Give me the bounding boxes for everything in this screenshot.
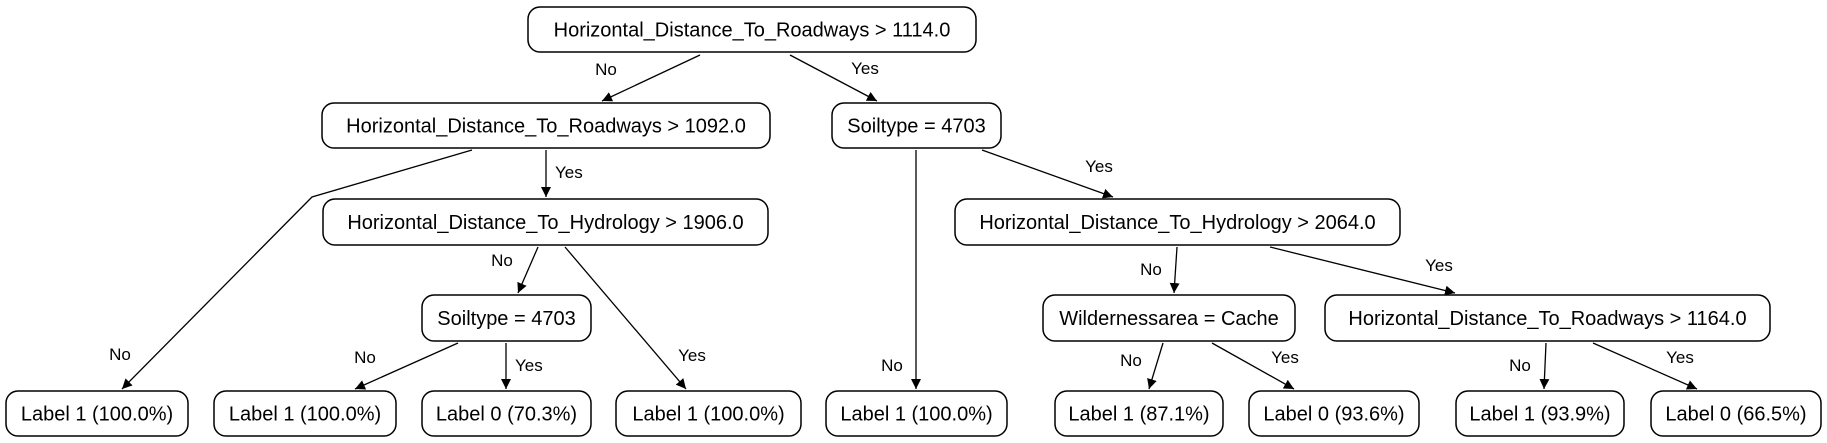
node-box (825, 390, 1008, 437)
edge-label: Yes (1425, 256, 1453, 275)
node-label: Label 1 (93.9%) (1469, 404, 1610, 426)
edge-arrow (981, 149, 1114, 199)
edge-label: No (1120, 351, 1142, 370)
edge-arrow (1269, 246, 1456, 296)
node-box (831, 102, 1002, 149)
leaf-node-n14: Label 0 (93.6%) (1248, 390, 1420, 437)
edge-label: No (595, 60, 617, 79)
node-label: Soiltype = 4703 (847, 116, 985, 138)
node-box (1324, 294, 1771, 342)
edge-arrow (354, 342, 459, 390)
decision-node-n4: Horizontal_Distance_To_Hydrology > 2064.… (954, 198, 1401, 246)
edge-n0-n1: No (595, 54, 701, 102)
edge-n5-n9: No (354, 342, 459, 390)
node-box (1054, 390, 1224, 437)
leaf-node-n10: Label 0 (70.3%) (421, 390, 592, 437)
node-label: Horizontal_Distance_To_Hydrology > 1906.… (347, 212, 743, 234)
edge-n5-n10: Yes (501, 343, 543, 389)
node-label: Wildernessarea = Cache (1059, 308, 1279, 330)
node-box (1455, 390, 1625, 437)
edge-n6-n13: No (1120, 342, 1164, 390)
leaf-node-n15: Label 1 (93.9%) (1455, 390, 1625, 437)
edge-label: Yes (678, 346, 706, 365)
decision-node-n6: Wildernessarea = Cache (1042, 294, 1296, 342)
decision-node-n7: Horizontal_Distance_To_Roadways > 1164.0 (1324, 294, 1771, 342)
node-box (321, 102, 771, 149)
edge-n0-n2: Yes (789, 54, 879, 102)
edge-n7-n16: Yes (1592, 342, 1698, 390)
node-label: Label 1 (100.0%) (21, 404, 173, 426)
node-label: Horizontal_Distance_To_Hydrology > 2064.… (979, 212, 1375, 234)
node-box (527, 6, 977, 53)
node-box (213, 390, 397, 437)
edge-n2-n4: Yes (981, 149, 1114, 199)
edge-n4-n7: Yes (1269, 246, 1456, 296)
node-label: Label 0 (70.3%) (436, 404, 577, 426)
node-label: Soiltype = 4703 (437, 308, 575, 330)
node-box (1248, 390, 1420, 437)
edge-label: No (354, 348, 376, 367)
edge-n3-n11: Yes (564, 246, 706, 390)
nodes-layer: Horizontal_Distance_To_Roadways > 1114.0… (5, 6, 1822, 437)
edge-label: No (1140, 260, 1162, 279)
edge-label: Yes (515, 356, 543, 375)
edge-n4-n6: No (1140, 246, 1180, 294)
edge-n1-n8: No (109, 149, 473, 390)
node-box (421, 294, 592, 342)
node-label: Horizontal_Distance_To_Roadways > 1164.0 (1348, 308, 1746, 330)
leaf-node-n8: Label 1 (100.0%) (5, 390, 189, 437)
edge-n7-n15: No (1509, 342, 1550, 390)
node-label: Label 1 (100.0%) (632, 404, 784, 426)
edge-label: Yes (1271, 348, 1299, 367)
edge-label: Yes (851, 59, 879, 78)
edge-label: No (491, 251, 513, 270)
decision-node-n0: Horizontal_Distance_To_Roadways > 1114.0 (527, 6, 977, 53)
node-label: Label 1 (87.1%) (1068, 404, 1209, 426)
node-box (421, 390, 592, 437)
decision-node-n1: Horizontal_Distance_To_Roadways > 1092.0 (321, 102, 771, 149)
node-box (1042, 294, 1296, 342)
edge-label: Yes (1666, 348, 1694, 367)
leaf-node-n13: Label 1 (87.1%) (1054, 390, 1224, 437)
edge-label: No (1509, 356, 1531, 375)
edge-label: Yes (1085, 157, 1113, 176)
edge-arrow (601, 54, 701, 102)
edge-arrow (1211, 342, 1295, 390)
node-label: Horizontal_Distance_To_Roadways > 1114.0 (554, 20, 951, 42)
node-label: Horizontal_Distance_To_Roadways > 1092.0 (346, 116, 746, 138)
node-box (954, 198, 1401, 246)
edge-arrow (121, 149, 473, 390)
edge-arrow (1539, 342, 1550, 390)
node-label: Label 1 (100.0%) (840, 404, 992, 426)
edge-n6-n14: Yes (1211, 342, 1299, 390)
edge-arrow (517, 246, 539, 294)
edge-n3-n5: No (491, 246, 539, 294)
edge-arrow (564, 246, 687, 390)
edge-arrow (1147, 342, 1164, 390)
leaf-node-n11: Label 1 (100.0%) (615, 390, 802, 437)
leaf-node-n16: Label 0 (66.5%) (1650, 390, 1822, 437)
node-box (322, 198, 769, 246)
leaf-node-n12: Label 1 (100.0%) (825, 390, 1008, 437)
edge-n2-n12: No (881, 150, 921, 389)
node-label: Label 0 (66.5%) (1665, 404, 1806, 426)
decision-node-n2: Soiltype = 4703 (831, 102, 1002, 149)
node-label: Label 1 (100.0%) (229, 404, 381, 426)
edge-arrow (1169, 246, 1180, 294)
node-box (1650, 390, 1822, 437)
edge-arrow (789, 54, 878, 102)
edge-n1-n3: Yes (541, 150, 583, 197)
node-label: Label 0 (93.6%) (1263, 404, 1404, 426)
node-box (5, 390, 189, 437)
edge-label: Yes (555, 163, 583, 182)
decision-node-n5: Soiltype = 4703 (421, 294, 592, 342)
leaf-node-n9: Label 1 (100.0%) (213, 390, 397, 437)
edge-arrow (1592, 342, 1698, 390)
edge-label: No (881, 356, 903, 375)
edge-label: No (109, 345, 131, 364)
node-box (615, 390, 802, 437)
decision-node-n3: Horizontal_Distance_To_Hydrology > 1906.… (322, 198, 769, 246)
